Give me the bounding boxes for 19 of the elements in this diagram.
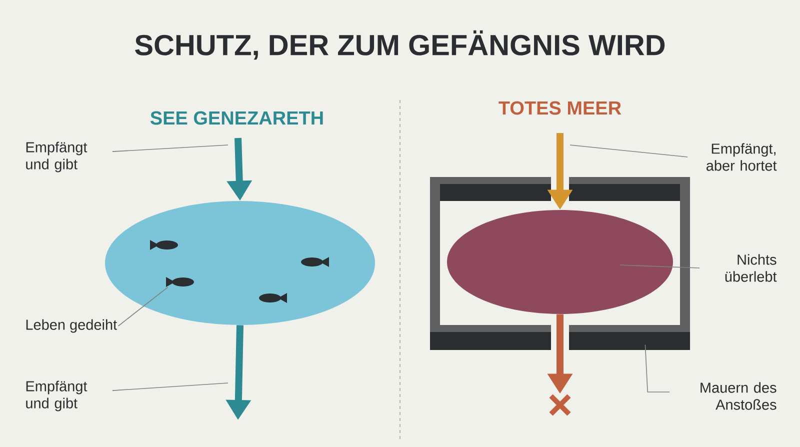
callout-text: Empfängt, aber hortet (706, 143, 777, 171)
leader-line (570, 144, 688, 158)
callout-text: Nichts überlebt (725, 254, 777, 282)
callout-text: Empfängt und gibt (26, 380, 88, 412)
leader-line (112, 382, 228, 391)
callout-text: Empfängt und gibt (26, 142, 88, 172)
leader-line (620, 264, 700, 268)
leader-line (112, 144, 228, 152)
wall-drawing (430, 177, 690, 350)
leader-line (644, 344, 670, 392)
callout-text: Mauern des Anstoßes (700, 382, 776, 410)
section-heading: TOTES MEER (498, 101, 622, 115)
leader-line (118, 286, 168, 326)
fish-icon (166, 277, 194, 287)
callout-text: Leben gedeiht (26, 319, 117, 333)
title: SCHUTZ, DER ZUM GEFÄNGNIS WIRD (135, 30, 665, 60)
section-heading: SEE GENEZARETH (150, 111, 323, 125)
cross-mark (548, 394, 572, 416)
lake-ellipse (447, 210, 673, 314)
